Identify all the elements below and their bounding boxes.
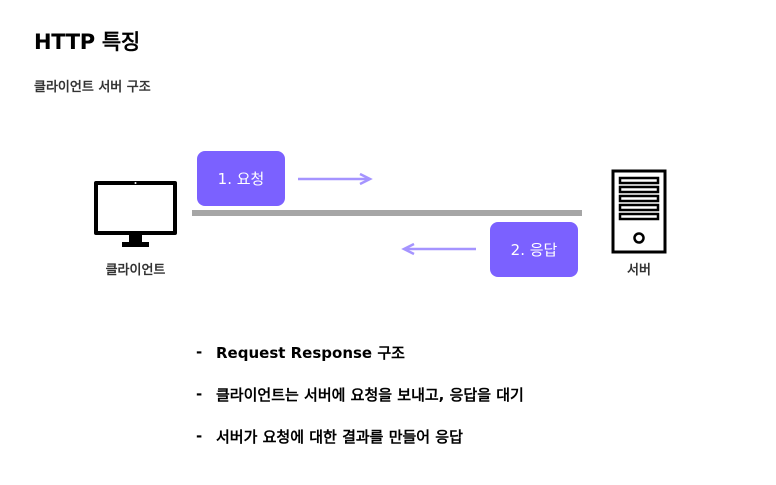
arrow-right-icon xyxy=(298,172,373,186)
bullet-marker: - xyxy=(196,343,203,361)
arrow-left-icon xyxy=(401,242,476,256)
bullet-marker: - xyxy=(196,385,203,403)
list-item-text: Request Response 구조 xyxy=(216,343,405,362)
feature-list: - Request Response 구조 - 클라이언트는 서버에 요청을 보… xyxy=(196,341,524,467)
response-badge: 2. 응답 xyxy=(490,222,578,277)
list-item-text: 클라이언트는 서버에 요청을 보내고, 응답을 대기 xyxy=(216,385,524,404)
list-item: - Request Response 구조 xyxy=(196,341,524,363)
bullet-marker: - xyxy=(196,427,203,445)
page-subtitle: 클라이언트 서버 구조 xyxy=(34,80,151,95)
list-item-text: 서버가 요청에 대한 결과를 만들어 응답 xyxy=(216,427,463,446)
server-label: 서버 xyxy=(627,263,651,278)
server-tower-icon xyxy=(611,169,667,254)
client-label: 클라이언트 xyxy=(105,263,166,278)
page-title: HTTP 특징 xyxy=(34,30,140,54)
connection-line xyxy=(192,210,582,216)
list-item: - 클라이언트는 서버에 요청을 보내고, 응답을 대기 xyxy=(196,383,524,405)
desktop-computer-icon xyxy=(94,181,177,247)
request-badge: 1. 요청 xyxy=(197,151,285,206)
response-label: 2. 응답 xyxy=(510,241,558,259)
request-label: 1. 요청 xyxy=(217,170,265,188)
list-item: - 서버가 요청에 대한 결과를 만들어 응답 xyxy=(196,425,524,447)
